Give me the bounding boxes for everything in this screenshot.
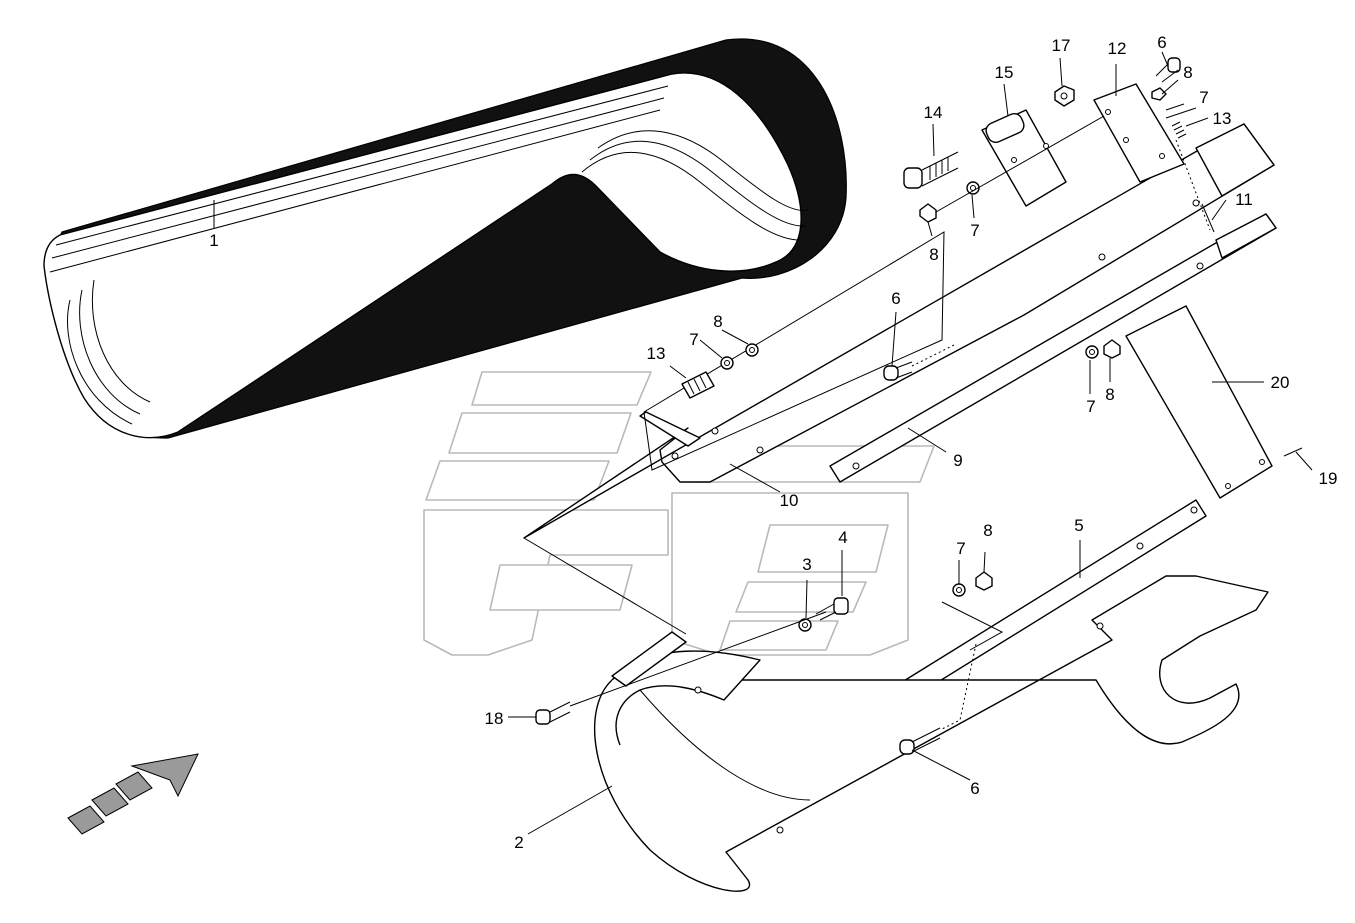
- brand-watermark-logo: [423, 371, 935, 656]
- callout-14: 14: [924, 103, 943, 122]
- callout-7: 7: [1199, 88, 1208, 107]
- drive-belt: [43, 38, 847, 439]
- callout-4: 4: [838, 528, 847, 547]
- callout-13: 13: [1213, 109, 1232, 128]
- callout-17: 17: [1052, 36, 1071, 55]
- callout-10: 10: [780, 491, 799, 510]
- callout-11: 11: [1235, 190, 1253, 209]
- callout-8: 8: [1183, 63, 1192, 82]
- callout-8: 8: [983, 521, 992, 540]
- part-10-bracket: [523, 123, 1275, 635]
- front-direction-arrow-icon: [67, 753, 199, 835]
- callout-1: 1: [209, 231, 218, 250]
- callout-2: 2: [514, 833, 523, 852]
- callout-6: 6: [1157, 33, 1166, 52]
- part-9-arm: [643, 213, 1277, 483]
- callout-20: 20: [1271, 373, 1290, 392]
- callout-15: 15: [995, 63, 1014, 82]
- callout-8: 8: [929, 245, 938, 264]
- callout-8: 8: [713, 312, 722, 331]
- callout-labels: 1 2 3 4 5 6 6 6 7 7 7 7 7 8 8 8 8 8 9 10…: [209, 33, 1337, 852]
- callout-7: 7: [970, 221, 979, 240]
- callout-9: 9: [953, 451, 962, 470]
- part-20-cover-plate: [1125, 305, 1273, 499]
- leader-lines: [213, 51, 1313, 835]
- callout-5: 5: [1074, 516, 1083, 535]
- callout-12: 12: [1108, 39, 1127, 58]
- callout-7: 7: [956, 539, 965, 558]
- callout-19: 19: [1319, 469, 1338, 488]
- callout-6: 6: [891, 289, 900, 308]
- callout-7: 7: [689, 330, 698, 349]
- callout-3: 3: [802, 555, 811, 574]
- part-2-belt-guard: [594, 575, 1269, 892]
- callout-13: 13: [647, 344, 666, 363]
- callout-6: 6: [970, 779, 979, 798]
- hardware: [535, 57, 1303, 755]
- callout-7: 7: [1086, 397, 1095, 416]
- callout-18: 18: [485, 709, 504, 728]
- callout-8: 8: [1105, 385, 1114, 404]
